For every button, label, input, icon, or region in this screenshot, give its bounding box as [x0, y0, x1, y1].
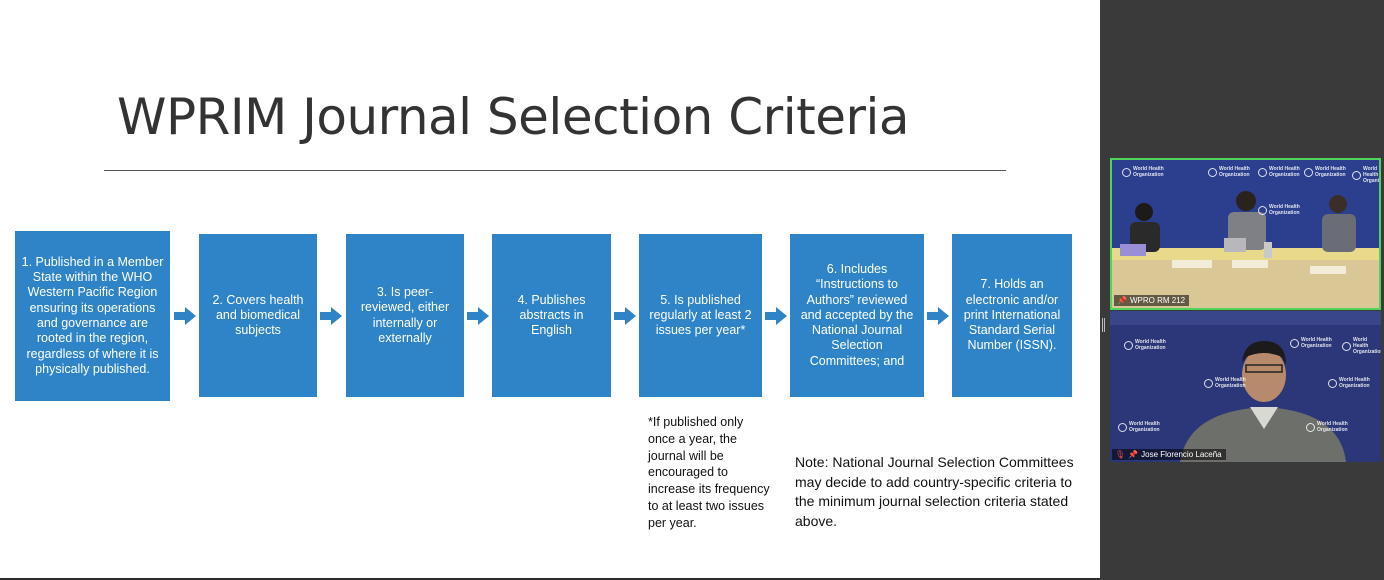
criterion-box-7: 7. Holds an electronic and/or print Inte…: [952, 234, 1072, 397]
participant-name: Jose Florencio Laceña: [1141, 450, 1222, 459]
note-text: Note: National Journal Selection Committ…: [795, 454, 1074, 529]
criterion-box-3: 3. Is peer-reviewed, either internally o…: [346, 234, 464, 397]
room-video-frame: [1112, 160, 1379, 308]
globe-icon: [1208, 167, 1217, 177]
globe-icon: [1306, 422, 1315, 432]
muted-mic-icon: 🎙: [1115, 450, 1126, 459]
globe-icon: [1352, 170, 1361, 180]
criterion-box-5: 5. Is published regularly at least 2 iss…: [639, 234, 762, 397]
globe-icon: [1328, 378, 1337, 388]
panel-resize-handle[interactable]: [1102, 318, 1105, 332]
globe-icon: [1258, 205, 1267, 215]
arrow-right-icon: [174, 307, 196, 325]
arrow-right-icon: [927, 307, 949, 325]
arrow-right-icon: [614, 307, 636, 325]
arrow-right-icon: [765, 307, 787, 325]
globe-icon: [1122, 167, 1131, 177]
globe-icon: [1118, 422, 1127, 432]
globe-icon: [1258, 167, 1267, 177]
slide-title: WPRIM Journal Selection Criteria: [117, 88, 910, 146]
pin-icon: 📌: [1117, 296, 1127, 305]
globe-icon: [1290, 338, 1299, 348]
globe-icon: [1304, 167, 1313, 177]
slide-bottom-edge: [0, 578, 1100, 580]
globe-icon: [1124, 340, 1133, 350]
speaker-video-frame: [1110, 311, 1381, 462]
participant-name-tag: 🎙 📌 Jose Florencio Laceña: [1112, 449, 1226, 460]
arrow-right-icon: [467, 307, 489, 325]
participant-name-tag: 📌 WPRO RM 212: [1114, 295, 1190, 306]
participant-name: WPRO RM 212: [1129, 296, 1186, 305]
pin-icon: 📌: [1128, 450, 1139, 459]
criterion-box-2: 2. Covers health and biomedical subjects: [199, 234, 317, 397]
criterion-box-6: 6. Includes “Instructions to Authors” re…: [790, 234, 924, 397]
footnote-text: *If published only once a year, the jour…: [648, 415, 770, 530]
criterion-box-4: 4. Publishes abstracts in English: [492, 234, 611, 397]
arrow-right-icon: [320, 307, 342, 325]
criterion-box-1: 1. Published in a Member State within th…: [15, 231, 170, 401]
presentation-slide: WPRIM Journal Selection Criteria 1. Publ…: [0, 0, 1100, 578]
title-divider: [104, 170, 1006, 171]
globe-icon: [1342, 341, 1351, 351]
globe-icon: [1204, 378, 1213, 388]
